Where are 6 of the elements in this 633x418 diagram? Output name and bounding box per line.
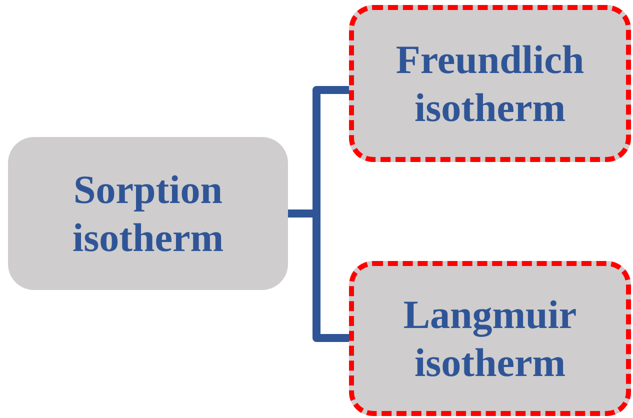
dashed-box [349,5,631,162]
node-label: Sorption isotherm [71,166,225,262]
node-label: Langmuir isotherm [402,290,578,386]
dashed-box [349,261,631,416]
rounded-box [8,137,288,290]
node-label: Freundlich isotherm [394,36,586,132]
